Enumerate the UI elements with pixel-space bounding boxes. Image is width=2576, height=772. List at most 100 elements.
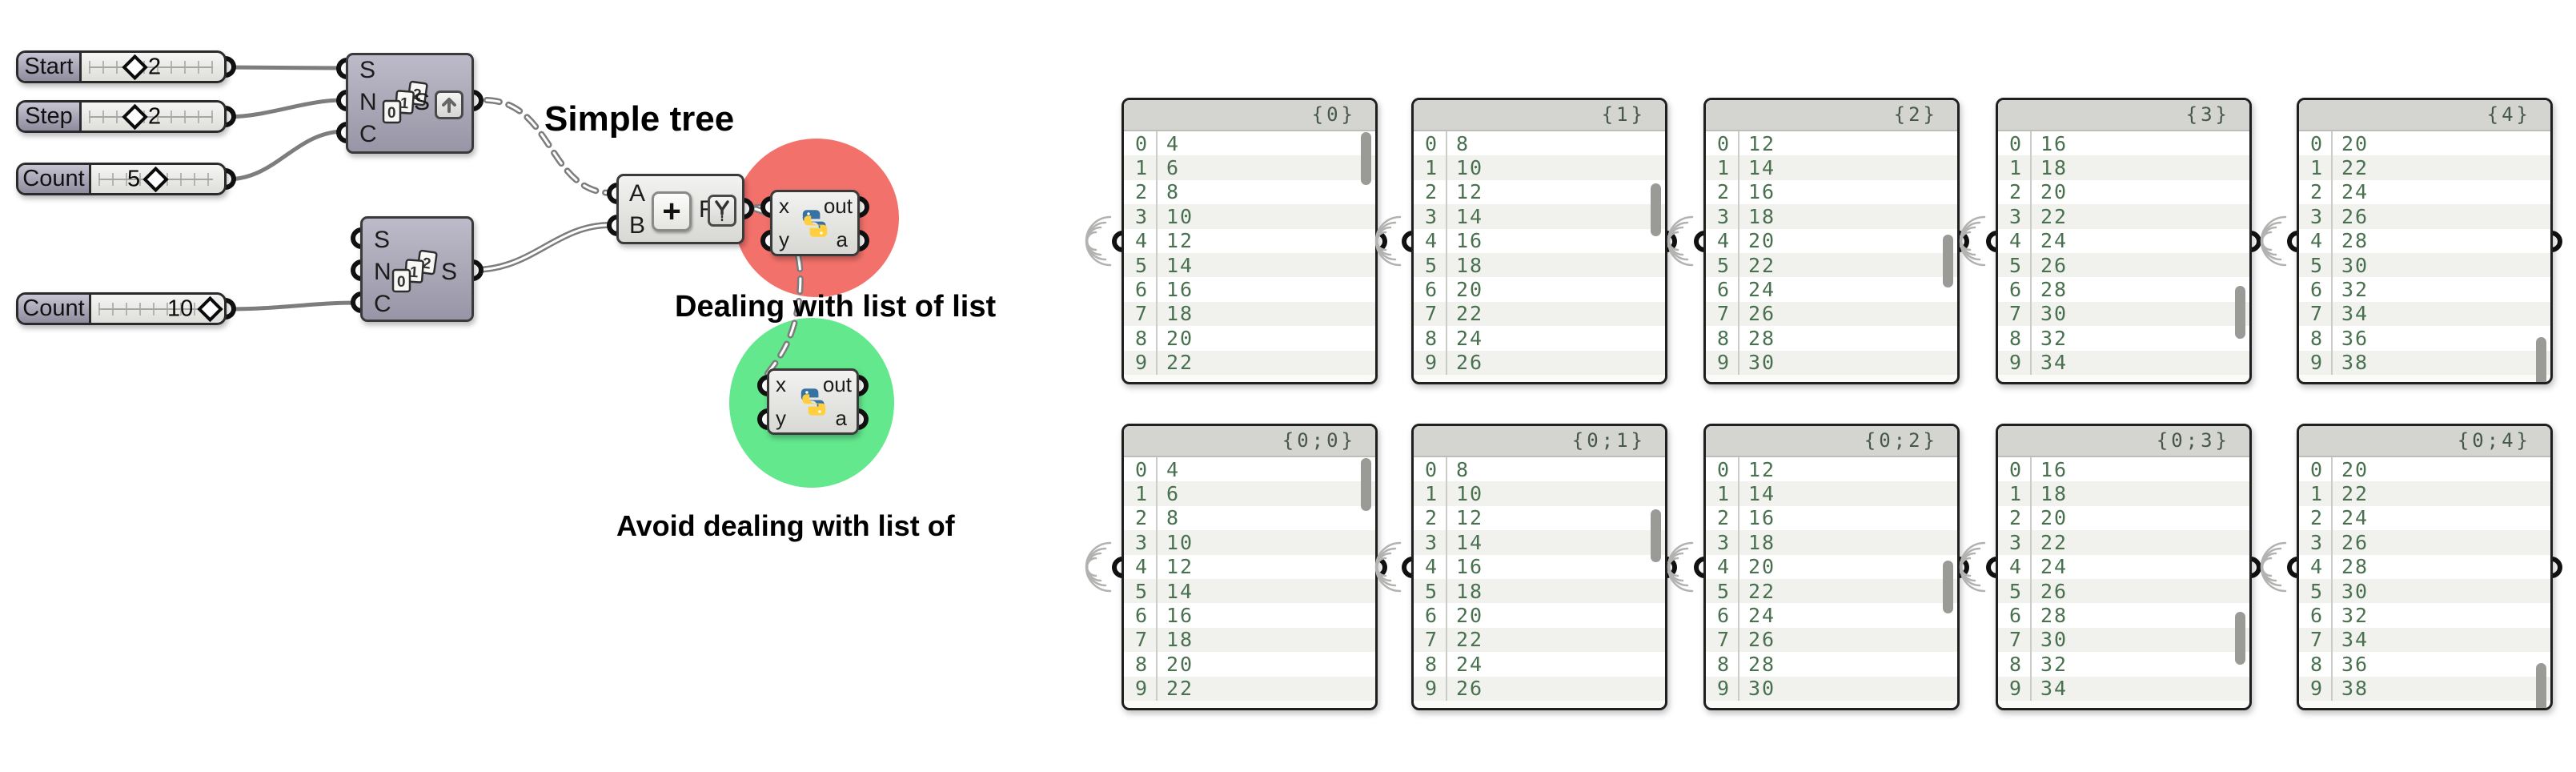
addition-component[interactable]: A B + R — [607, 174, 754, 244]
row-index: 3 — [1706, 204, 1739, 229]
slider-count-10-label[interactable]: Count — [18, 295, 91, 323]
row-value: 26 — [2341, 204, 2369, 228]
row-value: 22 — [1748, 579, 1776, 603]
row-index: 8 — [1414, 326, 1447, 351]
row-index: 0 — [1124, 131, 1158, 156]
python1-input-x-label: x — [779, 194, 789, 218]
row-index: 2 — [1414, 505, 1447, 531]
hidden-wire-ripple — [1085, 215, 1112, 267]
row-value: 10 — [1166, 530, 1194, 554]
row-index: 9 — [1414, 676, 1447, 701]
wire-series2-to-addition-b[interactable] — [471, 222, 613, 273]
addition-input-a-label: A — [629, 180, 646, 207]
wire-count5-to-series-c[interactable] — [224, 129, 345, 182]
hidden-wire-ripple — [1959, 541, 1986, 593]
wire-start-to-series-s[interactable] — [224, 65, 345, 70]
row-value: 4 — [1166, 131, 1181, 155]
row-value: 28 — [2341, 555, 2369, 579]
row-index: 2 — [2299, 179, 2333, 205]
python-component-1[interactable]: x y out a — [760, 190, 869, 256]
row-value: 8 — [1166, 180, 1181, 204]
row-index: 1 — [1414, 155, 1447, 180]
panel-scrollbar-thumb[interactable] — [1651, 183, 1661, 236]
row-value: 34 — [2341, 302, 2369, 326]
row-index: 3 — [1414, 530, 1447, 555]
panel-scrollbar-thumb[interactable] — [1943, 561, 1953, 613]
python-icon — [800, 388, 826, 416]
row-index: 1 — [1124, 155, 1158, 180]
python-component-2[interactable]: x y out a — [757, 368, 869, 435]
row-index: 7 — [1706, 627, 1739, 653]
slider-count-10-grip[interactable] — [197, 296, 223, 322]
wire-count10-to-series2-c[interactable] — [226, 300, 359, 312]
slider-start-grip[interactable] — [122, 54, 148, 80]
wire-step-to-series-n[interactable] — [224, 98, 345, 119]
series1-input-n-label: N — [359, 89, 377, 115]
panel-scrollbar-thumb[interactable] — [1943, 235, 1953, 287]
panel-scrollbar-thumb[interactable] — [2536, 337, 2546, 382]
slider-count-5[interactable]: Count 5 — [16, 163, 236, 195]
slider-start-label[interactable]: Start — [18, 53, 82, 81]
series-component-2[interactable]: S N C 2 1 0 S — [351, 216, 484, 322]
slider-start[interactable]: Start 2 — [16, 50, 236, 83]
panel-scrollbar-thumb[interactable] — [1361, 132, 1371, 185]
panel-path-header: {0;3} — [1998, 426, 2249, 457]
slider-step-label[interactable]: Step — [18, 103, 82, 131]
panel-scrollbar-thumb[interactable] — [2235, 612, 2245, 665]
slider-step-grip[interactable] — [122, 103, 148, 130]
series-component-1[interactable]: S N C 2 1 0 S — [336, 53, 484, 154]
row-value: 20 — [1166, 326, 1194, 350]
row-value: 16 — [1166, 604, 1194, 628]
row-index: 0 — [2299, 457, 2333, 482]
row-index: 8 — [1998, 652, 2032, 677]
panel-path-header: {0;2} — [1706, 426, 1957, 457]
row-index: 7 — [1414, 301, 1447, 327]
slider-step[interactable]: Step 2 — [16, 100, 236, 133]
row-value: 32 — [2040, 652, 2068, 676]
slider-start-value: 2 — [148, 54, 162, 79]
panel-scrollbar-thumb[interactable] — [2536, 663, 2546, 708]
panel-scrollbar-thumb[interactable] — [1361, 458, 1371, 511]
panel-scrollbar-thumb[interactable] — [2235, 286, 2245, 339]
row-value: 16 — [1166, 278, 1194, 302]
slider-count-5-label[interactable]: Count — [18, 165, 91, 193]
slider-count-10[interactable]: Count 10 — [16, 292, 236, 325]
panel-path-header: {2} — [1706, 100, 1957, 131]
row-value: 20 — [2040, 506, 2068, 530]
row-value: 8 — [1166, 506, 1181, 530]
slider-count-5-grip[interactable] — [142, 166, 169, 192]
row-index: 4 — [1124, 228, 1158, 253]
row-value: 38 — [2341, 677, 2369, 701]
wire-series1-graft-to-addition-a[interactable] — [484, 97, 613, 196]
slider-step-value: 2 — [148, 103, 162, 129]
panel-scrollbar-thumb[interactable] — [1651, 509, 1661, 562]
